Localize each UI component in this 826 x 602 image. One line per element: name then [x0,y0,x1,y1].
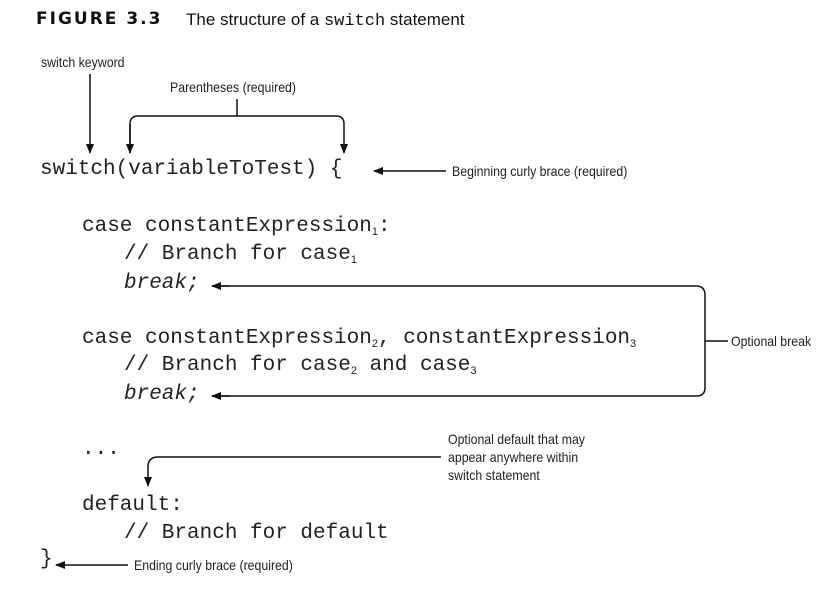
ellipsis: ... [82,438,120,461]
case-2-subscript-b: 3 [630,338,637,350]
case-1-subscript: 1 [371,226,378,238]
title-text-post: statement [385,10,465,29]
switch-keyword-label: switch keyword [41,54,125,70]
default-line: default: [82,494,183,517]
case-1-text: case constantExpression [82,215,372,238]
comment-3-line: // Branch for default [124,522,389,545]
parentheses-bracket [129,99,344,153]
title-code: switch [323,12,386,31]
optional-break-bracket [212,285,706,397]
optional-default-arrow [144,456,441,487]
optional-default-label-line2: appear anywhere within [448,449,579,465]
comment-2-text: // Branch for case [124,354,351,377]
comment-1-line: // Branch for case1 [124,243,357,266]
case-1-line: case constantExpression1: [82,215,391,238]
title-text-pre: The structure of a [186,10,324,29]
comment-2-mid: and case [356,354,471,377]
optional-default-label-line1: Optional default that may [448,431,585,447]
comment-2-subscript-a: 2 [350,365,357,377]
switch-line: switch(variableToTest) { [40,158,343,181]
case-2-line: case constantExpression2, constantExpres… [82,327,636,350]
beginning-brace-label: Beginning curly brace (required) [452,163,628,179]
comment-2-subscript-b: 3 [470,365,477,377]
comment-1-text: // Branch for case [124,243,351,266]
case-2-mid: , constantExpression [377,327,631,350]
closing-brace: } [40,548,53,571]
figure-title: The structure of a switch statement [186,10,465,31]
break-1-line: break; [124,272,200,295]
case-1-colon: : [377,215,391,238]
comment-1-subscript: 1 [350,254,357,266]
ending-brace-label: Ending curly brace (required) [134,557,293,573]
optional-break-label: Optional break [731,333,812,349]
break-2-line: break; [124,383,200,406]
figure-number: FIGURE 3.3 [36,9,163,29]
comment-2-line: // Branch for case2 and case3 [124,354,477,377]
parentheses-label: Parentheses (required) [170,79,297,95]
optional-default-label-line3: switch statement [448,467,540,483]
case-2-text: case constantExpression [82,327,372,350]
case-2-subscript-a: 2 [371,338,378,350]
